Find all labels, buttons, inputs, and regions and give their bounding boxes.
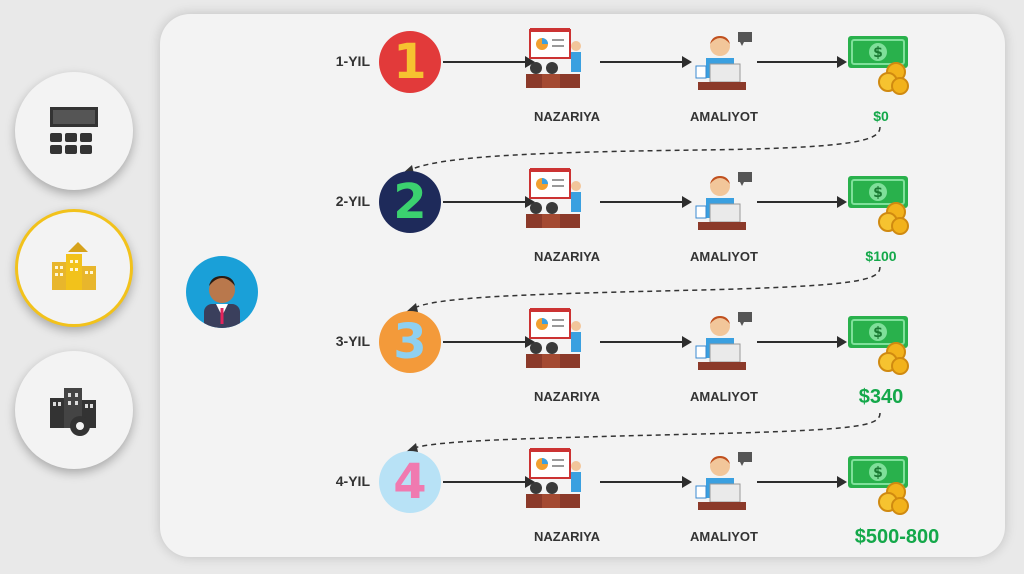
avatar (186, 256, 258, 328)
arrow-icon (443, 336, 535, 348)
money-icon: $ (846, 452, 914, 521)
arrow-icon (443, 196, 535, 208)
practice-label: AMALIYOT (690, 529, 758, 544)
year-number-badge: 1 (379, 31, 441, 93)
svg-text:$: $ (873, 325, 883, 341)
year-label: 1-YIL (335, 53, 370, 69)
year-number-badge: 2 (379, 171, 441, 233)
sidebar-item-office[interactable] (15, 351, 133, 469)
theory-label: NAZARIYA (534, 109, 600, 124)
arrow-icon (757, 336, 847, 348)
worker-icon (694, 450, 756, 517)
year-label: 3-YIL (335, 333, 370, 349)
practice-label: AMALIYOT (690, 249, 758, 264)
auditorium-icon (50, 107, 98, 154)
worker-icon (694, 30, 756, 97)
year-label: 2-YIL (335, 193, 370, 209)
worker-icon (694, 310, 756, 377)
year-number-badge: 4 (379, 451, 441, 513)
theory-label: NAZARIYA (534, 529, 600, 544)
arrow-icon (757, 476, 847, 488)
arrow-icon (757, 196, 847, 208)
teacher-icon (522, 28, 588, 95)
year-number-badge: 3 (379, 311, 441, 373)
teacher-icon (522, 448, 588, 515)
salary-amount: $500-800 (854, 526, 940, 548)
arrow-icon (443, 476, 535, 488)
svg-text:$: $ (873, 185, 883, 201)
arrow-icon (600, 476, 692, 488)
practice-label: AMALIYOT (690, 389, 758, 404)
worker-icon (694, 170, 756, 237)
office-gear-icon (50, 388, 96, 436)
svg-text:$: $ (873, 465, 883, 481)
money-icon: $ (846, 312, 914, 381)
theory-label: NAZARIYA (534, 249, 600, 264)
money-icon: $ (846, 32, 914, 101)
teacher-icon (522, 308, 588, 375)
salary-amount: $100 (865, 248, 897, 264)
arrow-icon (600, 56, 692, 68)
teacher-icon (522, 168, 588, 235)
arrow-icon (757, 56, 847, 68)
arrow-icon (600, 336, 692, 348)
student-icon (204, 276, 240, 328)
dashed-connectors (402, 126, 881, 452)
svg-text:$: $ (873, 45, 883, 61)
salary-amount: $340 (858, 386, 904, 408)
money-icon: $ (846, 172, 914, 241)
arrow-icon (600, 196, 692, 208)
arrow-icon (443, 56, 535, 68)
salary-amount: $0 (873, 108, 889, 124)
theory-label: NAZARIYA (534, 389, 600, 404)
year-label: 4-YIL (335, 473, 370, 489)
sidebar-item-auditorium[interactable] (15, 72, 133, 190)
sidebar-item-company[interactable] (15, 209, 133, 327)
practice-label: AMALIYOT (690, 109, 758, 124)
company-buildings-icon (52, 242, 96, 290)
